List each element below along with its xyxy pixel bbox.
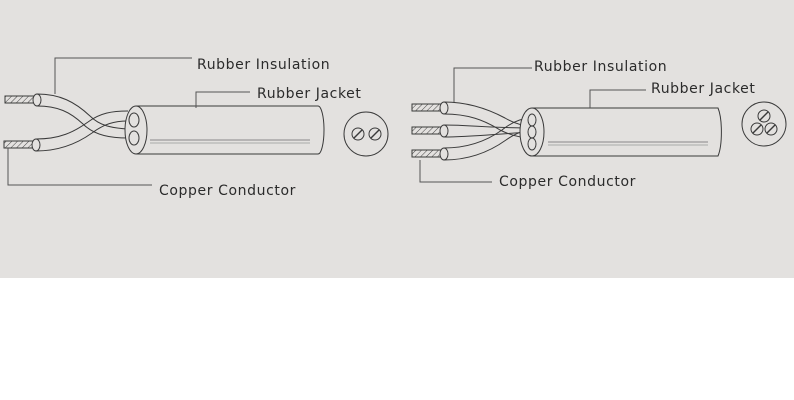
leader-line	[7, 148, 152, 186]
rubber-insulation-label: Rubber Insulation	[197, 57, 331, 73]
copper-conductor-label: Copper Conductor	[499, 174, 637, 190]
cable-diagrams-canvas	[3, 57, 787, 186]
leader-line	[419, 160, 492, 183]
copper-conductor-tip	[4, 95, 36, 104]
cable-diagram-photo: Rubber Insulation Rubber Jacket Copper C…	[0, 0, 794, 278]
insulated-wire	[35, 110, 129, 140]
three-core-cable	[411, 67, 787, 183]
blank-area	[0, 278, 794, 400]
rubber-jacket	[532, 107, 722, 157]
cross-section	[741, 101, 787, 147]
rubber-jacket-label: Rubber Jacket	[651, 81, 756, 97]
copper-conductor-tip	[3, 140, 35, 149]
insulated-wire	[36, 93, 129, 130]
rubber-jacket-label: Rubber Jacket	[257, 86, 362, 102]
leader-line	[589, 89, 646, 108]
rubber-jacket	[136, 105, 325, 155]
rubber-insulation-label: Rubber Insulation	[534, 59, 668, 75]
insulation-end	[31, 138, 41, 152]
two-core-cable	[3, 57, 389, 186]
leader-line	[453, 67, 532, 102]
cross-section	[343, 111, 389, 157]
copper-conductor-tip	[411, 103, 443, 112]
copper-conductor-label: Copper Conductor	[159, 183, 297, 199]
insulation-end	[32, 93, 42, 107]
leader-line	[54, 57, 192, 94]
leader-line	[195, 91, 250, 108]
insulated-wire	[443, 124, 533, 129]
copper-conductor-tip	[411, 149, 443, 158]
insulated-wire	[443, 101, 533, 127]
copper-conductor-tip	[411, 126, 443, 135]
